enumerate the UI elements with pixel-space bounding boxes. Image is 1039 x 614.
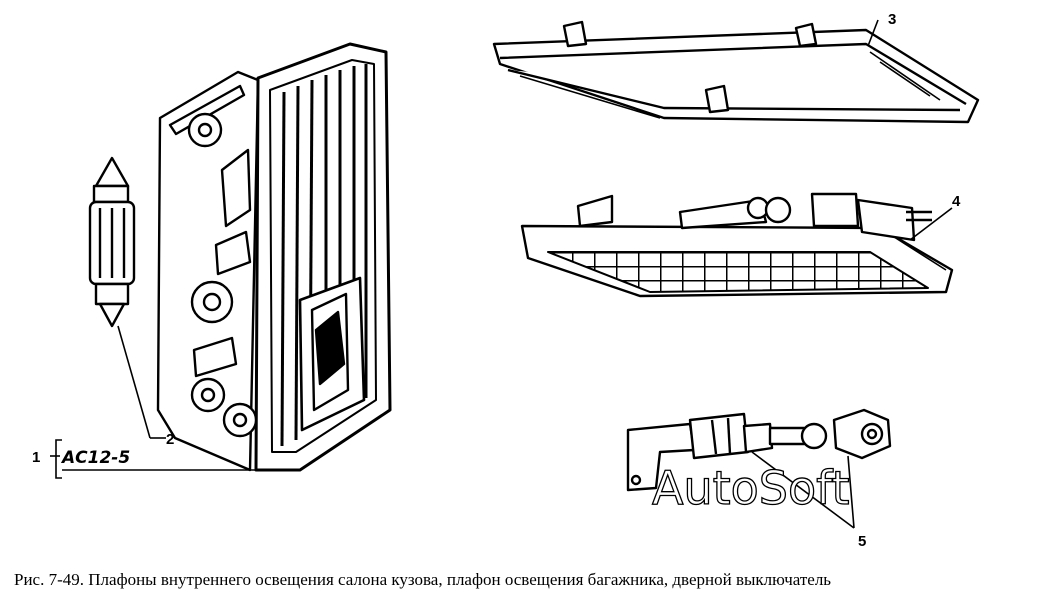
interior-lamp-drawing [156, 42, 392, 472]
callout-1: 1 [32, 449, 40, 466]
callout-4: 4 [952, 193, 961, 210]
bulb-drawing [88, 156, 136, 328]
lamp-type-label: АС12-5 [60, 448, 130, 468]
callout-2: 2 [166, 431, 174, 448]
callout-5: 5 [858, 533, 866, 550]
watermark: AutoSoft [652, 461, 850, 515]
trunk-lamp-4-drawing [520, 192, 954, 298]
leader-lines [50, 19, 953, 529]
callout-3: 3 [888, 11, 896, 28]
door-switch-drawing [626, 408, 892, 492]
figure-caption: Рис. 7-49. Плафоны внутреннего освещения… [14, 570, 832, 589]
dome-lamp-3-drawing [492, 20, 980, 124]
